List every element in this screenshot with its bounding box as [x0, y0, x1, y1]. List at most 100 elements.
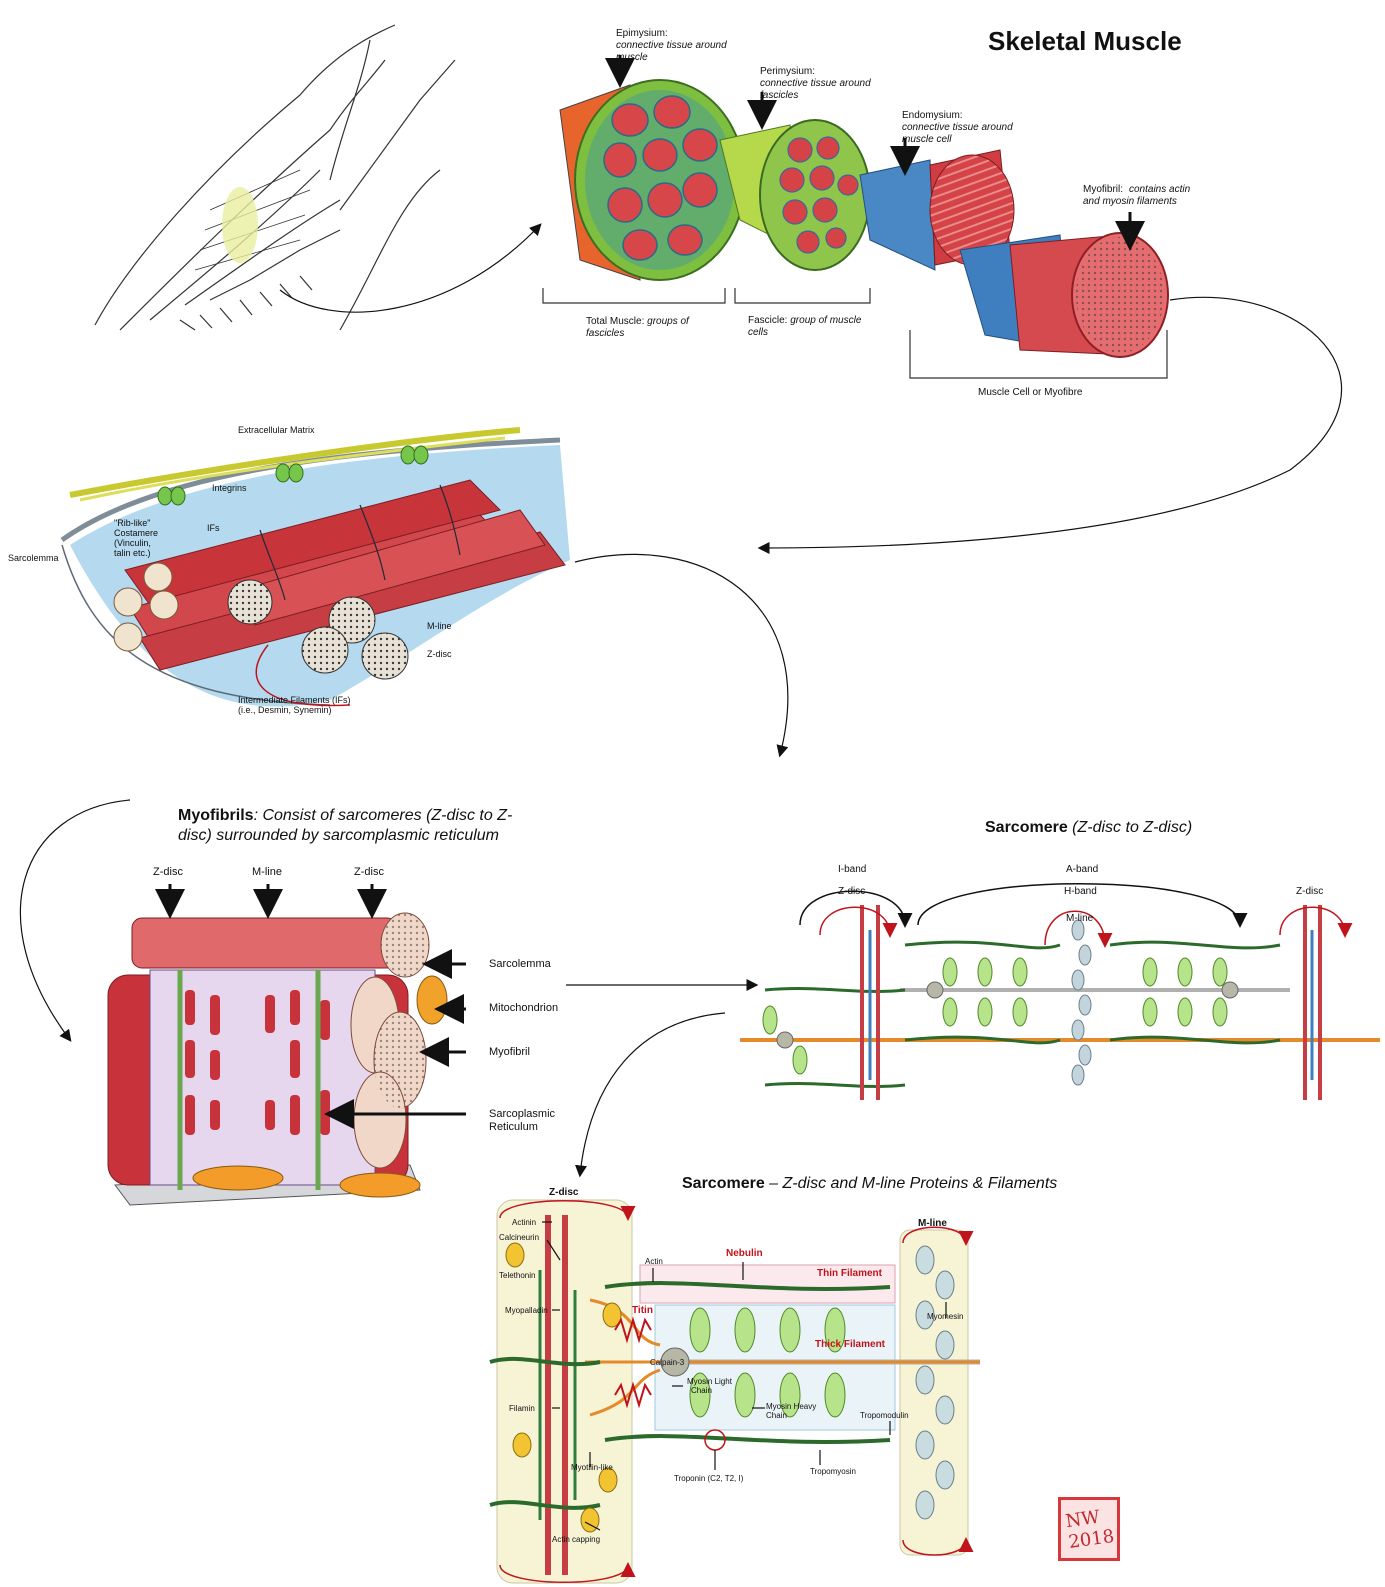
myofibril-illustration	[107, 912, 448, 1206]
myosin-light-2: Chain	[691, 1386, 712, 1395]
if-bracket	[255, 644, 351, 707]
myofibril-desc: contains actin and myosin filaments	[1083, 184, 1191, 207]
muscle-cell-label: Muscle Cell or Myofibre	[978, 387, 1083, 398]
ifs-label: IFs	[207, 523, 220, 533]
detail-heading: Sarcomere – Z-disc and M-line Proteins &…	[682, 1174, 1057, 1194]
sarcomere-illustration	[740, 905, 1380, 1100]
extracellular-matrix-label: Extracellular Matrix	[238, 425, 315, 435]
thick-filament-label: Thick Filament	[815, 1339, 886, 1350]
actinin-label: Actinin	[512, 1218, 537, 1227]
detail-heading-bold: Sarcomere	[682, 1175, 765, 1192]
actin-label: Actin	[645, 1257, 663, 1266]
arrow-to-detail	[575, 1012, 726, 1178]
costamere-label: "Rib-like" Costamere (Vinculin, talin et…	[114, 518, 158, 558]
costamere-line-3: (Vinculin,	[114, 538, 151, 548]
troponin-label: Troponin (C2, T2, I)	[674, 1474, 744, 1483]
muscle-cell-illustration	[859, 149, 1169, 358]
total-muscle-desc: groups of fascicles	[586, 316, 689, 339]
m-line-costamere-label: M-line	[427, 621, 452, 631]
costamere-illustration	[60, 427, 570, 707]
calcineurin-label: Calcineurin	[499, 1233, 540, 1242]
perimysium-label: Perimysium: connective tissue around fas…	[760, 66, 875, 102]
sarcomere-band-arcs	[799, 883, 1248, 928]
total-muscle-label: Total Muscle: groups of fascicles	[586, 316, 716, 340]
myosin-light-1: Myosin Light	[687, 1377, 732, 1386]
filamin-label: Filamin	[509, 1404, 535, 1413]
tropomyosin-label: Tropomyosin	[810, 1467, 856, 1476]
sarcomere-heading-bold: Sarcomere	[985, 819, 1068, 836]
myofibrils-sr: Sarcoplasmic Reticulum	[489, 1108, 555, 1134]
detail-z-disc: Z-disc	[549, 1187, 579, 1198]
a-band-label: A-band	[1066, 864, 1099, 875]
perimysium-term: Perimysium:	[760, 66, 816, 77]
total-muscle-term: Total Muscle:	[586, 316, 645, 327]
endomysium-desc: connective tissue around muscle cell	[902, 122, 1013, 145]
integrins-label: Integrins	[212, 483, 247, 493]
fascicle-term: Fascicle:	[748, 315, 788, 326]
actin-capping-label: Actin capping	[552, 1535, 601, 1544]
myofibril-top-label: Myofibril: contains actin and myosin fil…	[1083, 184, 1198, 208]
page-title: Skeletal Muscle	[988, 26, 1182, 56]
myosin-heavy-2: Chain	[766, 1411, 787, 1420]
costamere-line-2: Costamere	[114, 528, 159, 538]
costamere-line-4: talin etc.)	[114, 548, 151, 558]
costamere-line-1: "Rib-like"	[114, 518, 151, 528]
fascicle-desc: group of muscle cells	[748, 315, 862, 338]
shoulder-anatomy-sketch	[94, 24, 456, 331]
sarcomere-z-disc-left: Z-disc	[838, 886, 866, 897]
myofibrils-heading-rest: : Consist of sarcomeres (Z-disc to Z-	[253, 807, 513, 824]
epimysium-term: Epimysium:	[616, 28, 668, 39]
nebulin-label: Nebulin	[726, 1248, 763, 1259]
myofibrils-z-disc-left: Z-disc	[153, 866, 183, 878]
sarcolemma-costamere-label: Sarcolemma	[8, 553, 59, 563]
myofibrils-sarcolemma: Sarcolemma	[489, 958, 551, 970]
detail-heading-rest: – Z-disc and M-line Proteins & Filaments	[764, 1175, 1058, 1192]
if-line-1: Intermediate Filaments (IFs)	[238, 695, 351, 705]
thin-filament-label: Thin Filament	[817, 1268, 882, 1279]
h-band-label: H-band	[1064, 886, 1097, 897]
myotilin-label: Myotilin-like	[571, 1463, 613, 1472]
myosin-light-label: Myosin Light Chain	[687, 1377, 732, 1395]
sarcomere-heading: Sarcomere (Z-disc to Z-disc)	[985, 818, 1192, 838]
highlight-region	[222, 187, 258, 263]
tropomodulin-label: Tropomodulin	[860, 1411, 909, 1420]
fascicle-illustration	[719, 119, 871, 271]
titin-label: Titin	[632, 1305, 653, 1316]
sarcomere-red-arcs	[819, 906, 1353, 948]
myofibrils-z-disc-right: Z-disc	[354, 866, 384, 878]
sr-line-2: Reticulum	[489, 1121, 538, 1133]
sarcomere-heading-rest: (Z-disc to Z-disc)	[1072, 819, 1193, 836]
telethonin-label: Telethonin	[499, 1271, 536, 1280]
myofibrils-myofibril: Myofibril	[489, 1046, 530, 1058]
myopalladin-label: Myopalladin	[505, 1306, 548, 1315]
sarcomere-z-disc-right: Z-disc	[1296, 886, 1324, 897]
myofibrils-heading: Myofibrils: Consist of sarcomeres (Z-dis…	[178, 806, 512, 846]
arrow-to-myofibrils	[19, 799, 131, 1042]
sarcomere-m-line: M-line	[1066, 913, 1094, 924]
endomysium-term: Endomysium:	[902, 110, 963, 121]
fascicle-label: Fascicle: group of muscle cells	[748, 315, 873, 339]
detail-red-arcs	[499, 1200, 974, 1583]
myomesin-label: Myomesin	[927, 1312, 964, 1321]
sr-line-1: Sarcoplasmic	[489, 1108, 556, 1120]
intermediate-filaments-label: Intermediate Filaments (IFs) (i.e., Desm…	[238, 695, 351, 715]
detail-m-line: M-line	[918, 1218, 947, 1229]
myofibrils-heading-line2: disc) surrounded by sarcomplasmic reticu…	[178, 827, 499, 844]
calpain-label: Calpain-3	[650, 1358, 685, 1367]
detail-filaments	[489, 1215, 980, 1575]
if-line-2: (i.e., Desmin, Synemin)	[238, 705, 332, 715]
arrow-to-sarcomere	[574, 553, 789, 758]
calpain-sphere	[660, 1347, 690, 1377]
myosin-heavy-1: Myosin Heavy	[766, 1402, 817, 1411]
myofibril-term: Myofibril:	[1083, 184, 1124, 195]
pointer-arrows-myofibrils	[155, 884, 466, 1129]
i-band-label: I-band	[838, 864, 867, 875]
epimysium-label: Epimysium: connective tissue around musc…	[616, 28, 731, 64]
myofibrils-heading-bold: Myofibrils	[178, 807, 254, 824]
total-muscle-illustration	[559, 79, 746, 281]
epimysium-desc: connective tissue around muscle	[616, 40, 727, 63]
pointer-arrows-top	[605, 55, 1145, 251]
myofibrils-m-line: M-line	[252, 866, 282, 878]
